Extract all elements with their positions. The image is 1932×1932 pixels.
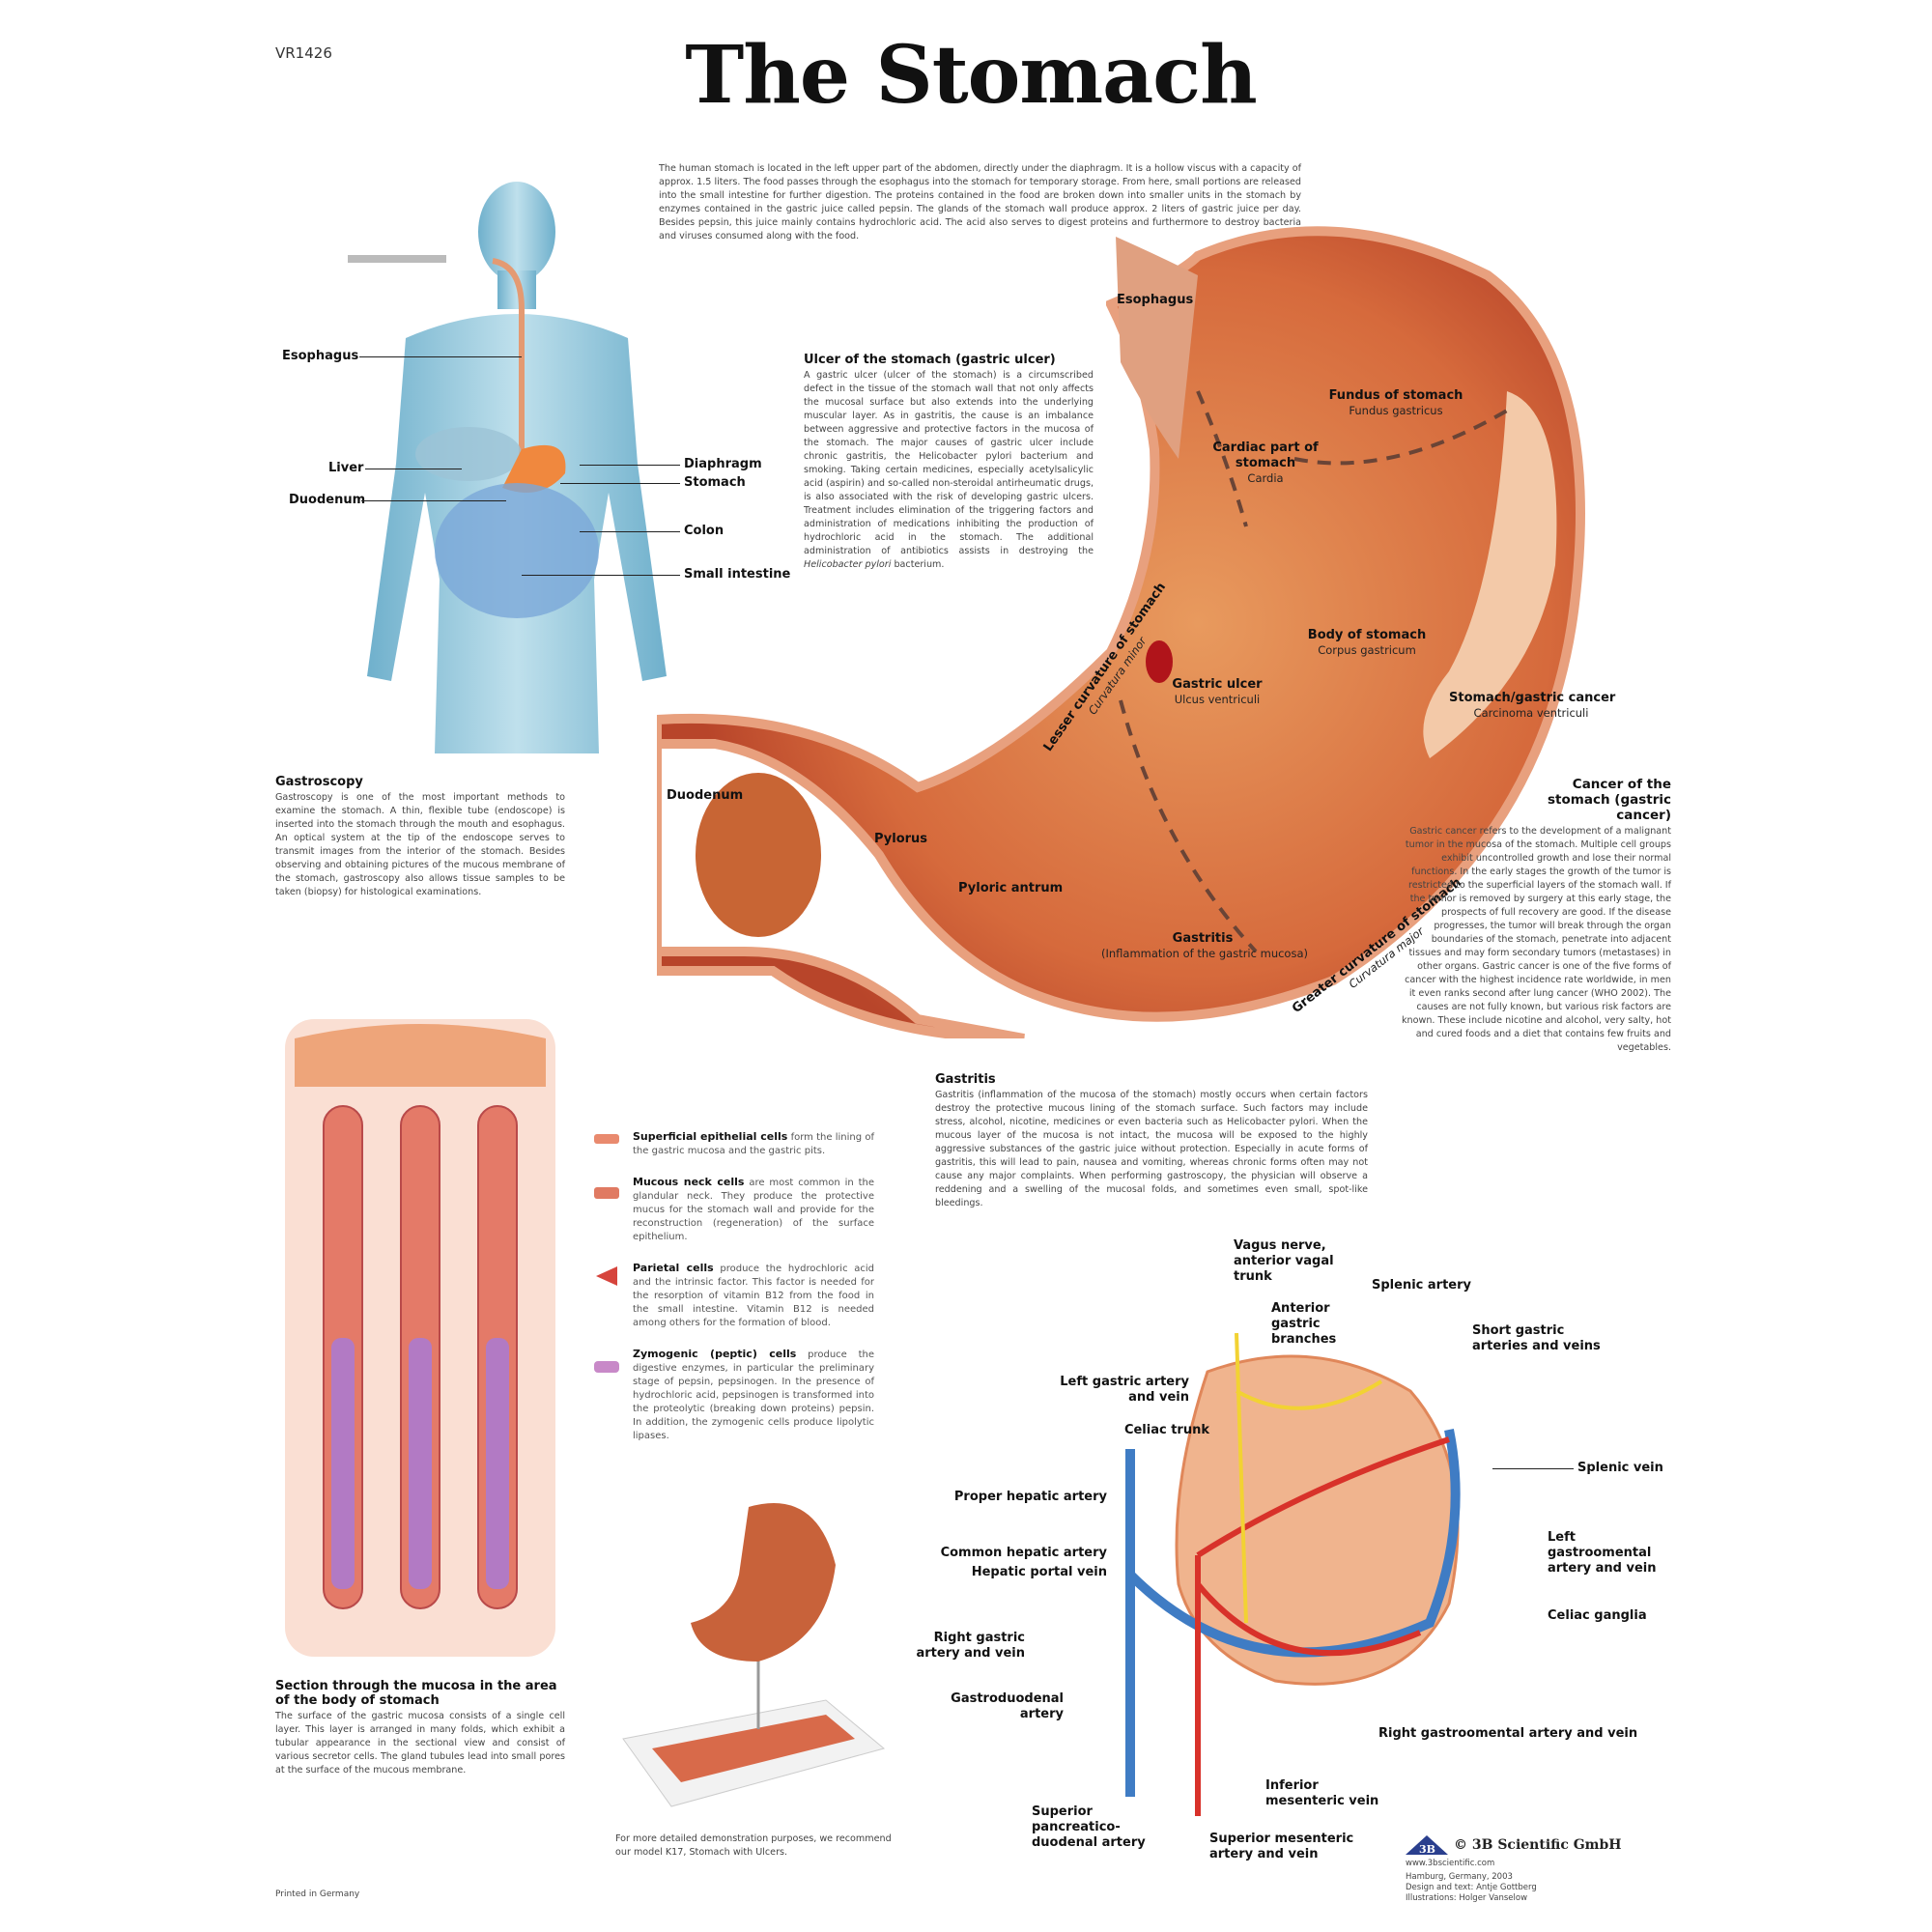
printed-in: Printed in Germany (275, 1889, 360, 1899)
label-right-gastroomental: Right gastroomental artery and vein (1378, 1726, 1638, 1741)
label-anterior-gastric: Anterior gastric branches (1271, 1301, 1337, 1347)
label-pylorus: Pylorus (874, 832, 928, 846)
mucosa-section-illustration (285, 1019, 555, 1657)
cancer-section: Cancer of the stomach (gastric cancer) G… (1399, 777, 1671, 1055)
cancer-heading: Cancer of the stomach (gastric cancer) (1548, 777, 1671, 823)
label-splenic-vein: Splenic vein (1577, 1461, 1663, 1475)
page-title: The Stomach (685, 29, 1258, 122)
label-diaphragm: Diaphragm (684, 457, 762, 471)
gastritis-heading: Gastritis (935, 1072, 996, 1087)
label-duodenum-main: Duodenum (667, 788, 744, 803)
ulcer-heading: Ulcer of the stomach (gastric ulcer) (804, 353, 1056, 367)
stomach-cross-section-upper (1106, 226, 1585, 628)
label-esophagus: Esophagus (282, 349, 359, 363)
label-proper-hepatic: Proper hepatic artery (953, 1490, 1107, 1504)
design-credit: Design and text: Antje Gottberg (1406, 1883, 1537, 1892)
label-esophagus-main: Esophagus (1117, 293, 1194, 307)
label-liver: Liver (328, 461, 364, 475)
label-celiac-trunk: Celiac trunk (1123, 1423, 1209, 1437)
mucous-neck-cell-icon (594, 1179, 619, 1244)
mucosa-heading: Section through the mucosa in the area o… (275, 1679, 557, 1708)
label-sup-pancreatico: Superior pancreatico-duodenal artery (1032, 1804, 1146, 1850)
label-duodenum: Duodenum (289, 493, 366, 507)
label-colon: Colon (684, 524, 724, 538)
illustration-credit: Illustrations: Holger Vanselow (1406, 1893, 1528, 1903)
publisher-block: 3B © 3B Scientific GmbH www.3bscientific… (1406, 1833, 1622, 1904)
legend-zymogenic: Zymogenic (peptic) cells produce the dig… (594, 1348, 874, 1443)
ulcer-text: A gastric ulcer (ulcer of the stomach) i… (804, 370, 1094, 570)
stomach-cross-section-lower (657, 628, 1577, 1038)
label-short-gastric: Short gastric arteries and veins (1472, 1323, 1601, 1353)
label-stomach: Stomach (684, 475, 746, 490)
company-name: © 3B Scientific GmbH (1454, 1837, 1622, 1853)
label-splenic-artery: Splenic artery (1372, 1278, 1471, 1293)
poster-code: VR1426 (275, 44, 332, 62)
ulcer-section: Ulcer of the stomach (gastric ulcer) A g… (804, 353, 1094, 572)
label-portal-vein: Hepatic portal vein (971, 1565, 1107, 1579)
gastritis-text: Gastritis (inflammation of the mucosa of… (935, 1090, 1368, 1208)
gastritis-section: Gastritis Gastritis (inflammation of the… (935, 1072, 1368, 1210)
label-celiac-ganglia: Celiac ganglia (1548, 1608, 1647, 1623)
label-pyloric-antrum: Pyloric antrum (958, 881, 1064, 895)
mucosa-text: The surface of the gastric mucosa consis… (275, 1711, 565, 1776)
gastroscopy-heading: Gastroscopy (275, 775, 363, 789)
legend-mucous-neck: Mucous neck cells are most common in the… (594, 1176, 874, 1244)
epithelial-cell-icon (594, 1134, 619, 1158)
label-vagus: Vagus nerve, anterior vagal trunk (1234, 1238, 1334, 1284)
label-right-gastric: Right gastric artery and vein (916, 1631, 1026, 1661)
model-note: For more detailed demonstration purposes… (615, 1833, 892, 1858)
3b-logo-icon: 3B (1406, 1835, 1448, 1856)
stomach-blood-supply-illustration (1125, 1333, 1461, 1816)
intro-text: The human stomach is located in the left… (659, 163, 1301, 242)
label-sup-mesenteric: Superior mesenteric artery and vein (1209, 1832, 1354, 1861)
legend-parietal: Parietal cells produce the hydrochloric … (594, 1262, 874, 1330)
stomach-model-illustration (622, 1503, 886, 1807)
gastroscopy-section: Gastroscopy Gastroscopy is one of the mo… (275, 775, 565, 899)
place-year: Hamburg, Germany, 2003 (1406, 1872, 1513, 1882)
label-gastroduodenal: Gastroduodenal artery (951, 1691, 1064, 1721)
website: www.3bscientific.com (1406, 1859, 1495, 1868)
label-left-gastric: Left gastric artery and vein (1060, 1375, 1189, 1405)
label-inferior-mesenteric: Inferior mesenteric vein (1265, 1778, 1379, 1808)
zymogenic-cell-icon (594, 1351, 619, 1443)
label-small-intestine: Small intestine (684, 567, 791, 582)
parietal-cell-icon (594, 1265, 619, 1330)
label-gastritis: Gastritis(Inflammation of the gastric mu… (1101, 931, 1308, 960)
label-common-hepatic: Common hepatic artery (940, 1546, 1107, 1560)
legend-superficial-epithelial: Superficial epithelial cells form the li… (594, 1130, 874, 1158)
label-left-gastroomental: Left gastroomental artery and vein (1548, 1530, 1657, 1576)
cancer-text: Gastric cancer refers to the development… (1401, 826, 1671, 1053)
gastroscopy-text: Gastroscopy is one of the most important… (275, 792, 565, 897)
human-body-illustration (348, 182, 667, 753)
mucosa-text-section: Section through the mucosa in the area o… (275, 1679, 565, 1777)
cell-legend: Superficial epithelial cells form the li… (594, 1130, 874, 1461)
svg-text:3B: 3B (1419, 1843, 1435, 1856)
